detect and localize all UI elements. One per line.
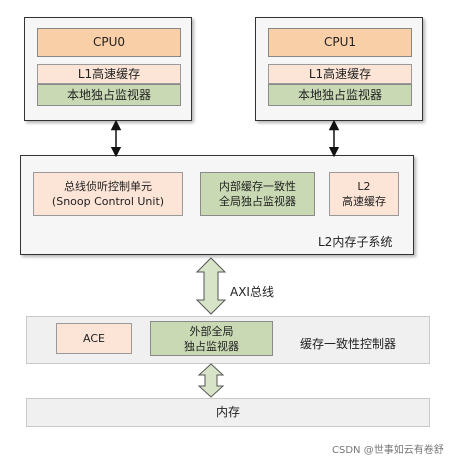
cpu0-local-monitor: 本地独占监视器 bbox=[37, 84, 181, 106]
l2-subsystem-label: L2内存子系统 bbox=[318, 235, 393, 249]
coherency-controller-label: 缓存一致性控制器 bbox=[300, 337, 397, 351]
external-monitor-line1: 外部全局 bbox=[189, 324, 234, 338]
memory-block: 内存 bbox=[26, 398, 430, 427]
l2-cache: L2 高速缓存 bbox=[329, 172, 399, 216]
axi-bus-label: AXI总线 bbox=[230, 285, 274, 299]
ace-block: ACE bbox=[56, 323, 132, 354]
internal-global-monitor: 内部缓存一致性 全局独占监视器 bbox=[200, 172, 315, 216]
external-global-monitor: 外部全局 独占监视器 bbox=[150, 321, 273, 356]
l2-cache-line1: L2 bbox=[357, 180, 371, 193]
internal-monitor-line2: 全局独占监视器 bbox=[219, 195, 296, 208]
scu-label-line1: 总线侦听控制单元 bbox=[64, 180, 152, 193]
watermark: CSDN @世事如云有卷舒 bbox=[332, 445, 444, 456]
l2-cache-line2: 高速缓存 bbox=[342, 195, 386, 208]
cpu1-l1-cache: L1高速缓存 bbox=[268, 64, 412, 84]
internal-monitor-line1: 内部缓存一致性 bbox=[219, 180, 296, 193]
scu-label-line2: (Snoop Control Unit) bbox=[51, 195, 165, 208]
axi-bus-arrow bbox=[195, 257, 227, 315]
memory-bus-arrow bbox=[197, 363, 225, 398]
cpu1-title: CPU1 bbox=[268, 28, 412, 57]
cpu0-l1-cache: L1高速缓存 bbox=[37, 64, 181, 84]
cpu0-title: CPU0 bbox=[37, 28, 181, 57]
external-monitor-line2: 独占监视器 bbox=[184, 339, 239, 353]
cpu1-local-monitor: 本地独占监视器 bbox=[268, 84, 412, 106]
snoop-control-unit: 总线侦听控制单元 (Snoop Control Unit) bbox=[33, 172, 183, 216]
